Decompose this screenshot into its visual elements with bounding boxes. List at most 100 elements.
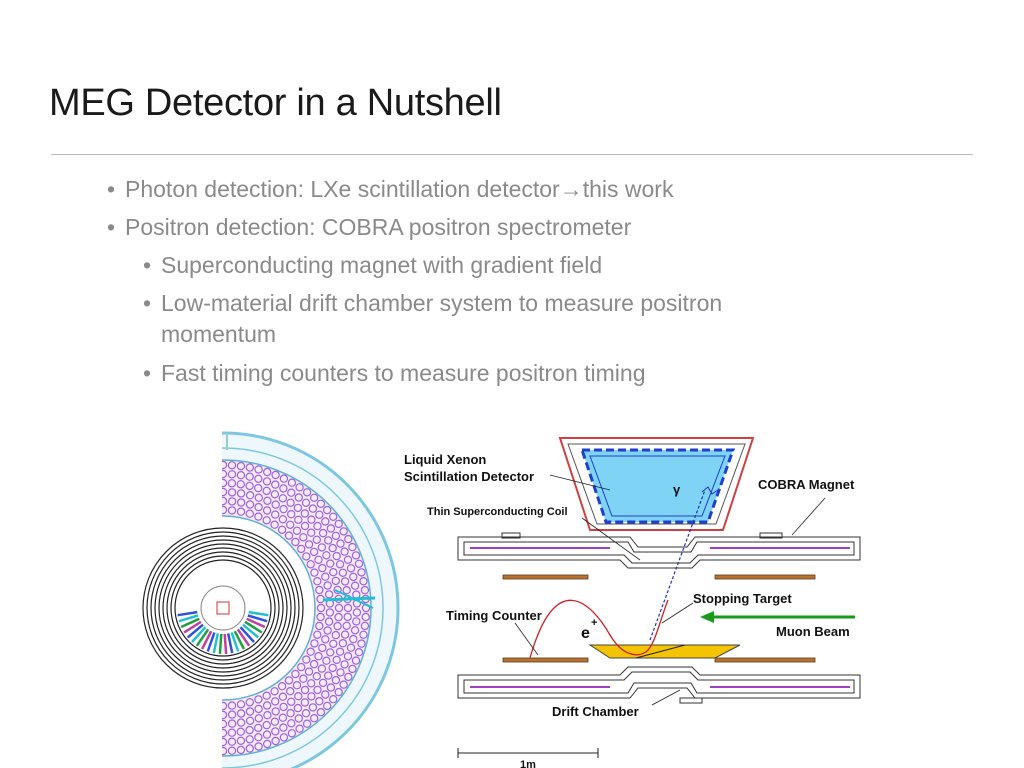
pmt [294, 515, 303, 525]
cobra-magnet-bottom [457, 666, 861, 704]
pmt [284, 531, 294, 540]
slide-title: MEG Detector in a Nutshell [49, 82, 502, 124]
pmt [352, 617, 361, 626]
pmt [332, 655, 341, 665]
pmt [285, 687, 295, 696]
pmt [236, 507, 246, 516]
pmt [359, 576, 368, 586]
pmt [336, 668, 345, 677]
pmt [286, 697, 296, 706]
pmt [343, 651, 353, 661]
pmt [322, 505, 332, 515]
pmt [262, 701, 272, 710]
drift-chamber-cell [233, 630, 246, 650]
pmt [343, 555, 353, 565]
pmt [263, 496, 272, 506]
pmt [271, 470, 280, 480]
pmt [312, 671, 321, 681]
pmt [326, 683, 336, 692]
lxe-volume [579, 448, 736, 524]
pmt [222, 478, 228, 488]
pmt [313, 685, 322, 695]
pmt [340, 630, 350, 639]
pmt [325, 559, 335, 568]
pmt [222, 701, 228, 711]
drift-chamber-cell [195, 628, 210, 647]
pmt [271, 480, 280, 489]
pmt [236, 736, 246, 745]
pmt [285, 520, 295, 530]
pmt [339, 680, 348, 689]
pmt [286, 509, 296, 519]
bullet-dot: • [143, 290, 152, 316]
pmt [295, 724, 304, 733]
pmt [227, 488, 237, 497]
pmt [301, 498, 311, 508]
pmt [309, 659, 319, 669]
pmt [278, 515, 288, 524]
pmt [254, 512, 263, 521]
pmt [352, 608, 362, 617]
bullet-dot: • [107, 176, 116, 202]
pmt [321, 572, 330, 581]
pmt [351, 551, 361, 560]
pmt [287, 729, 297, 738]
pmt [254, 695, 263, 704]
pmt [323, 671, 333, 680]
pmt [227, 710, 237, 719]
pmt [346, 643, 356, 652]
pmt [254, 474, 263, 484]
pmt [262, 506, 272, 515]
pmt [329, 639, 338, 648]
pmt [279, 484, 288, 493]
pmt [245, 509, 255, 518]
pmt [336, 539, 345, 548]
timing-counter-label: Timing Counter [446, 608, 542, 623]
bullet-drift-chamber-cont: momentum [161, 318, 276, 350]
bullet-text: momentum [161, 321, 277, 347]
drift-chamber-cell [247, 614, 268, 623]
pmt [331, 576, 340, 586]
pmt [343, 612, 352, 622]
pmt [222, 719, 228, 729]
bullet-text: Positron detection: COBRA positron spect… [125, 214, 632, 240]
pmt [315, 585, 324, 595]
scale-label: 1m [520, 759, 536, 768]
pmt [245, 735, 254, 744]
cobra-magnet-top [457, 532, 861, 569]
pmt [262, 691, 271, 700]
pmt [314, 555, 323, 565]
pmt [270, 697, 280, 706]
pmt [302, 552, 311, 561]
bullet-text: Superconducting magnet with gradient fie… [161, 252, 603, 278]
photon-track [649, 489, 706, 641]
drift-chamber-cell [191, 626, 207, 643]
bullet-text: Fast timing counters to measure positron… [161, 360, 646, 386]
pmt [351, 656, 361, 665]
pmt [254, 465, 263, 474]
pmt [316, 499, 326, 509]
pmt [328, 663, 337, 673]
pmt [270, 520, 279, 529]
pmt [314, 651, 323, 661]
pmt [310, 639, 319, 648]
pmt [262, 730, 272, 739]
pmt [321, 635, 330, 644]
pmt [292, 680, 302, 690]
pmt [360, 621, 370, 631]
drift-chamber-cell [248, 610, 269, 617]
pmt [307, 692, 316, 701]
pmt [245, 481, 254, 491]
lxe-label-line2: Scintillation Detector [404, 469, 534, 484]
pmt [296, 544, 306, 554]
pmt [295, 483, 304, 492]
drift-chamber-label: Drift Chamber [552, 704, 639, 719]
pmt [328, 543, 337, 553]
pmt [271, 500, 280, 509]
pmt [236, 745, 246, 755]
pmt [301, 709, 311, 718]
drift-chamber-cell [244, 620, 263, 634]
pmt [340, 547, 349, 556]
pmt [312, 535, 321, 545]
pmt [317, 543, 327, 552]
